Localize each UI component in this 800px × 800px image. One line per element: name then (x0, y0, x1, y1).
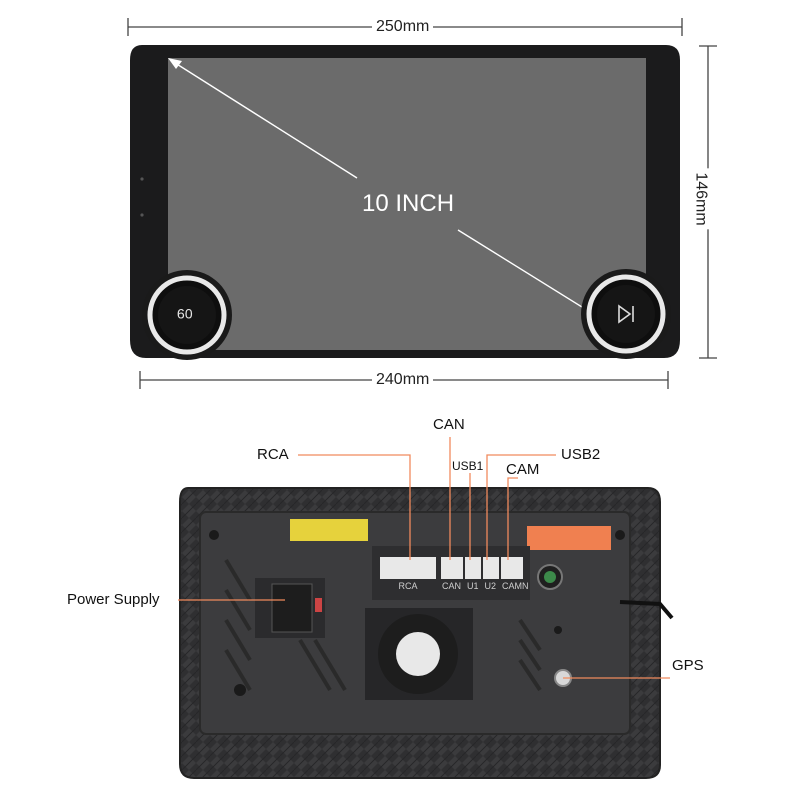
fuse (315, 598, 322, 612)
cam-port[interactable] (501, 557, 523, 579)
screw-holes (209, 530, 625, 696)
connector-label: CAN (442, 581, 462, 591)
connector-label: CAMN (502, 581, 529, 591)
gps-callout: GPS (672, 657, 704, 674)
vent-slots (224, 558, 542, 692)
arrow-head-top (168, 58, 182, 69)
callout-lines (178, 437, 670, 679)
tuning-knob[interactable] (581, 269, 671, 359)
warranty-sticker (527, 526, 611, 550)
antenna-port-center (544, 571, 556, 583)
mic-dot (140, 177, 144, 181)
diagonal-label: 10 INCH (362, 190, 455, 217)
rca-port[interactable] (380, 557, 436, 579)
connector-label: U1 (467, 581, 479, 591)
model-sticker (290, 519, 368, 541)
front-view (127, 18, 717, 389)
play-pause-icon (618, 304, 634, 324)
usb2-port[interactable] (483, 557, 499, 579)
rca-callout: RCA (257, 446, 289, 463)
screen (168, 58, 646, 350)
mic-dot (140, 213, 144, 217)
gps-cable (619, 600, 674, 620)
bottom-width-label: 240mm (372, 371, 434, 389)
top-width-label: 250mm (372, 18, 434, 36)
cam-callout: CAM (506, 461, 540, 478)
connector-labels: RCA CAN U1 U2 CAMN (380, 581, 530, 591)
usb1-port[interactable] (465, 557, 481, 579)
usb2-callout: USB2 (561, 446, 601, 463)
can-callout: CAN (433, 416, 465, 433)
fan-hub (396, 632, 440, 676)
can-port[interactable] (441, 557, 463, 579)
connector-label: U2 (484, 581, 497, 591)
power-supply-callout: Power Supply (67, 591, 160, 608)
volume-knob[interactable] (142, 270, 232, 360)
power-supply-port[interactable] (271, 583, 313, 633)
connector-label: RCA (398, 581, 418, 591)
usb1-callout: USB1 (452, 459, 484, 473)
